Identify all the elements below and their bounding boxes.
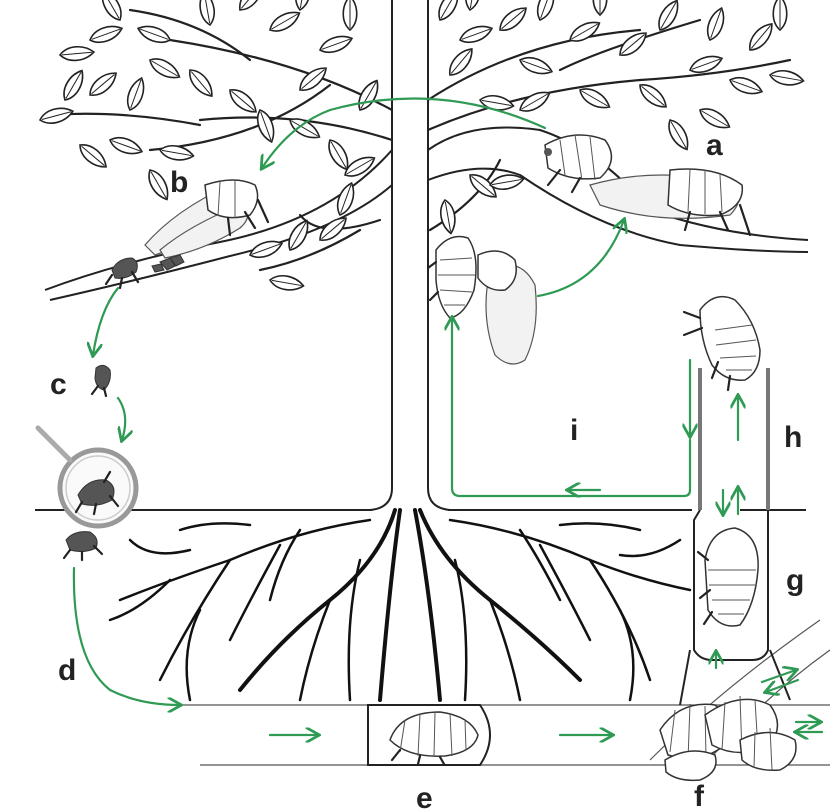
arrow-b-to-c bbox=[93, 288, 118, 355]
label-c: c bbox=[50, 368, 67, 401]
label-d: d bbox=[58, 654, 76, 687]
nymph-on-ground bbox=[64, 532, 102, 560]
left-canopy bbox=[38, 0, 392, 300]
nymph-emerging-from-ground bbox=[684, 297, 760, 390]
label-e: e bbox=[416, 782, 433, 812]
nymph-cluster bbox=[660, 696, 796, 780]
nymph-hatchling-on-branch bbox=[106, 258, 138, 288]
magnifier bbox=[38, 428, 136, 526]
right-canopy bbox=[428, 0, 808, 252]
nymph-in-tunnel bbox=[390, 712, 478, 764]
label-i: i bbox=[570, 414, 578, 447]
root-system bbox=[110, 510, 690, 700]
arrow-i-to-a bbox=[538, 220, 624, 296]
label-f: f bbox=[694, 780, 705, 812]
nymph-falling bbox=[92, 365, 110, 396]
label-a: a bbox=[706, 129, 723, 162]
label-b: b bbox=[170, 166, 188, 199]
label-h: h bbox=[784, 421, 802, 454]
nymph-in-chimney bbox=[698, 528, 758, 626]
arrow-c-to-magnifier bbox=[118, 398, 125, 440]
cicada-moulting-near-trunk bbox=[428, 237, 536, 365]
arrow-d-down bbox=[74, 568, 180, 705]
arrow-to-trunk bbox=[452, 318, 690, 496]
label-g: g bbox=[786, 564, 804, 597]
